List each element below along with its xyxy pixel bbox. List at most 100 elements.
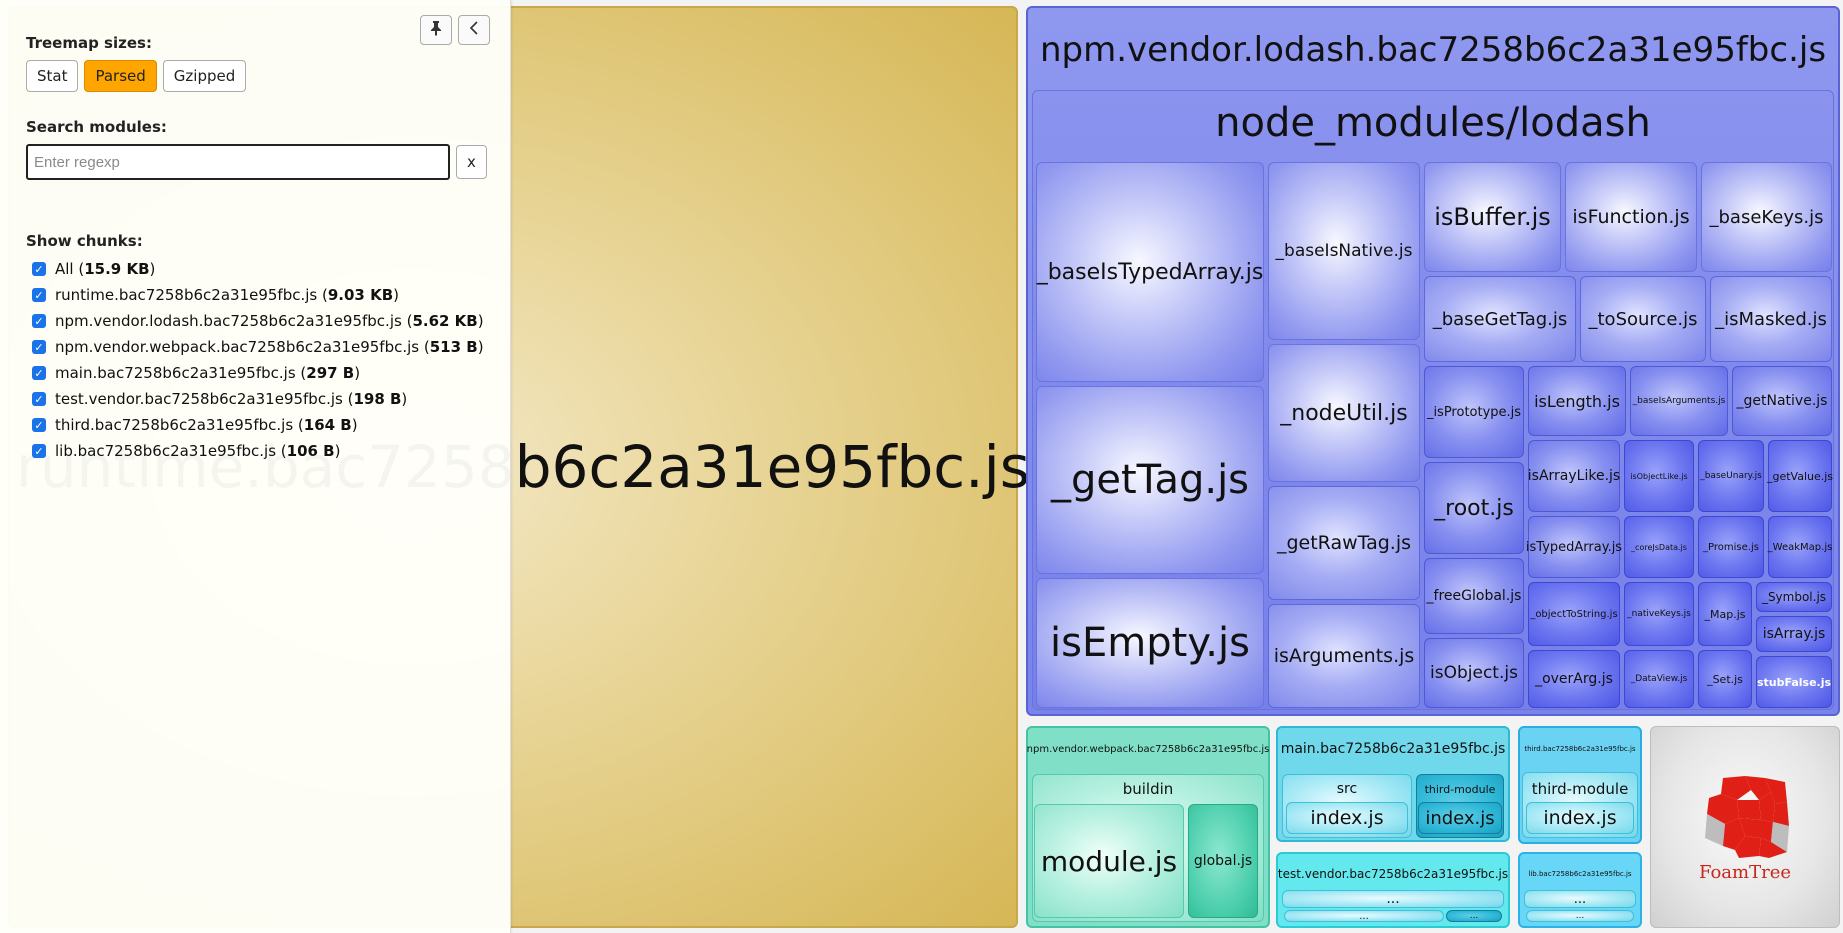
- folder-buildin-label: buildin: [1122, 780, 1174, 798]
- module-module-js[interactable]: module.js: [1034, 804, 1184, 918]
- chunk-list: ✓ All (15.9 KB) ✓ runtime.bac7258b6c2a31…: [26, 256, 484, 464]
- checkbox-checked-icon[interactable]: ✓: [32, 288, 46, 302]
- chunk-size: 164 B: [303, 416, 352, 434]
- search-modules-section: Search modules: x: [26, 118, 487, 180]
- chunk-item-lodash[interactable]: ✓ npm.vendor.lodash.bac7258b6c2a31e95fbc…: [26, 308, 484, 334]
- test-vendor-folder[interactable]: ...: [1282, 890, 1504, 908]
- checkbox-checked-icon[interactable]: ✓: [32, 444, 46, 458]
- module-objectToString[interactable]: _objectToString.js: [1528, 582, 1620, 646]
- checkbox-checked-icon[interactable]: ✓: [32, 340, 46, 354]
- module-baseIsArguments[interactable]: _baseIsArguments.js: [1630, 366, 1728, 436]
- module-nativeKeys[interactable]: _nativeKeys.js: [1624, 582, 1694, 646]
- module-Map[interactable]: _Map.js: [1698, 582, 1752, 646]
- chunk-webpack-label: npm.vendor.webpack.bac7258b6c2a31e95fbc.…: [1026, 743, 1270, 755]
- chunk-name: main.bac7258b6c2a31e95fbc.js: [55, 364, 296, 382]
- chunk-item-lib[interactable]: ✓ lib.bac7258b6c2a31e95fbc.js (106 B): [26, 438, 484, 464]
- pin-icon: [429, 20, 443, 40]
- chunk-name: third.bac7258b6c2a31e95fbc.js: [55, 416, 294, 434]
- module-isBuffer[interactable]: isBuffer.js: [1424, 162, 1561, 272]
- module-stubFalse[interactable]: stubFalse.js: [1756, 656, 1832, 708]
- checkbox-checked-icon[interactable]: ✓: [32, 418, 46, 432]
- module-isTypedArray[interactable]: isTypedArray.js: [1526, 516, 1622, 578]
- third-module-index[interactable]: index.js: [1526, 802, 1634, 834]
- chunk-item-test-vendor[interactable]: ✓ test.vendor.bac7258b6c2a31e95fbc.js (1…: [26, 386, 484, 412]
- module-src-index[interactable]: index.js: [1286, 802, 1408, 834]
- module-getRawTag[interactable]: _getRawTag.js: [1268, 486, 1420, 600]
- lib-module[interactable]: ...: [1526, 910, 1634, 922]
- chunk-item-runtime[interactable]: ✓ runtime.bac7258b6c2a31e95fbc.js (9.03 …: [26, 282, 484, 308]
- search-modules-title: Search modules:: [26, 118, 167, 136]
- module-isPrototype[interactable]: _isPrototype.js: [1424, 366, 1524, 458]
- module-third-index[interactable]: index.js: [1418, 802, 1502, 834]
- pin-sidebar-button[interactable]: [420, 15, 452, 45]
- chunk-item-webpack[interactable]: ✓ npm.vendor.webpack.bac7258b6c2a31e95fb…: [26, 334, 484, 360]
- size-stat-button[interactable]: Stat: [26, 60, 79, 92]
- module-coreJsData[interactable]: _coreJsData.js: [1624, 516, 1694, 578]
- foamtree-logo: FoamTree: [1650, 726, 1840, 928]
- module-baseUnary[interactable]: _baseUnary.js: [1698, 440, 1764, 512]
- checkbox-checked-icon[interactable]: ✓: [32, 262, 46, 276]
- chunk-item-main[interactable]: ✓ main.bac7258b6c2a31e95fbc.js (297 B): [26, 360, 484, 386]
- checkbox-checked-icon[interactable]: ✓: [32, 392, 46, 406]
- foamtree-logo-icon: [1705, 775, 1789, 858]
- module-root[interactable]: _root.js: [1424, 462, 1524, 554]
- module-global-js[interactable]: global.js: [1188, 804, 1258, 918]
- module-getValue[interactable]: _getValue.js: [1767, 440, 1833, 512]
- chunk-size: 106 B: [286, 442, 335, 460]
- chunk-size: 297 B: [306, 364, 355, 382]
- module-isLength[interactable]: isLength.js: [1528, 366, 1626, 436]
- chunk-item-third[interactable]: ✓ third.bac7258b6c2a31e95fbc.js (164 B): [26, 412, 484, 438]
- show-chunks-section: Show chunks: ✓ All (15.9 KB) ✓ runtime.b…: [26, 232, 484, 464]
- module-Promise[interactable]: _Promise.js: [1698, 516, 1764, 578]
- treemap-sizes-title: Treemap sizes:: [26, 34, 152, 52]
- folder-node-modules-lodash-label: node_modules/lodash: [1215, 100, 1651, 146]
- chunk-name: All: [55, 260, 74, 278]
- size-parsed-button[interactable]: Parsed: [84, 60, 157, 92]
- module-baseKeys[interactable]: _baseKeys.js: [1701, 162, 1832, 272]
- module-freeGlobal[interactable]: _freeGlobal.js: [1424, 558, 1524, 634]
- module-Set[interactable]: _Set.js: [1698, 650, 1752, 708]
- module-isEmpty[interactable]: isEmpty.js: [1036, 578, 1264, 708]
- chunk-name: lib.bac7258b6c2a31e95fbc.js: [55, 442, 277, 460]
- module-baseIsTypedArray[interactable]: _baseIsTypedArray.js: [1036, 162, 1264, 382]
- chunk-lib-label: lib.bac7258b6c2a31e95fbc.js: [1528, 870, 1632, 878]
- module-WeakMap[interactable]: _WeakMap.js: [1768, 516, 1832, 578]
- module-isArray[interactable]: isArray.js: [1756, 616, 1832, 652]
- module-isArrayLike[interactable]: isArrayLike.js: [1528, 440, 1620, 512]
- chunk-size: 5.62 KB: [412, 312, 478, 330]
- chunk-name: npm.vendor.webpack.bac7258b6c2a31e95fbc.…: [55, 338, 420, 356]
- module-isFunction[interactable]: isFunction.js: [1565, 162, 1697, 272]
- search-row: x: [26, 144, 487, 180]
- module-toSource[interactable]: _toSource.js: [1580, 276, 1706, 362]
- chunk-lodash-label: npm.vendor.lodash.bac7258b6c2a31e95fbc.j…: [1039, 30, 1827, 70]
- sidebar-controls: [420, 15, 490, 45]
- module-nodeUtil[interactable]: _nodeUtil.js: [1268, 344, 1420, 482]
- module-isObject[interactable]: isObject.js: [1424, 638, 1524, 708]
- chunk-test-vendor-label: test.vendor.bac7258b6c2a31e95fbc.js: [1277, 867, 1509, 881]
- chunk-size: 513 B: [429, 338, 478, 356]
- module-getNative[interactable]: _getNative.js: [1732, 366, 1832, 436]
- collapse-sidebar-button[interactable]: [458, 15, 490, 45]
- checkbox-checked-icon[interactable]: ✓: [32, 366, 46, 380]
- module-getTag[interactable]: _getTag.js: [1036, 386, 1264, 574]
- module-overArg[interactable]: _overArg.js: [1528, 650, 1620, 708]
- module-DataView[interactable]: _DataView.js: [1624, 650, 1694, 708]
- module-isArguments[interactable]: isArguments.js: [1268, 604, 1420, 708]
- module-baseGetTag[interactable]: _baseGetTag.js: [1424, 276, 1576, 362]
- size-gzipped-button[interactable]: Gzipped: [162, 60, 247, 92]
- lib-folder[interactable]: ...: [1524, 890, 1636, 908]
- search-input[interactable]: [26, 144, 450, 180]
- clear-search-button[interactable]: x: [456, 145, 487, 179]
- module-Symbol[interactable]: _Symbol.js: [1756, 582, 1832, 612]
- module-baseIsNative[interactable]: _baseIsNative.js: [1268, 162, 1420, 340]
- module-isObjectLike[interactable]: isObjectLike.js: [1624, 440, 1694, 512]
- test-vendor-module-b[interactable]: ...: [1446, 910, 1502, 922]
- chunk-item-all[interactable]: ✓ All (15.9 KB): [26, 256, 484, 282]
- chunk-name: npm.vendor.lodash.bac7258b6c2a31e95fbc.j…: [55, 312, 402, 330]
- checkbox-checked-icon[interactable]: ✓: [32, 314, 46, 328]
- chunk-name: test.vendor.bac7258b6c2a31e95fbc.js: [55, 390, 343, 408]
- module-isMasked[interactable]: _isMasked.js: [1710, 276, 1832, 362]
- test-vendor-module-a[interactable]: ...: [1284, 910, 1444, 922]
- sidebar: Treemap sizes: Stat Parsed Gzipped Searc…: [0, 0, 511, 933]
